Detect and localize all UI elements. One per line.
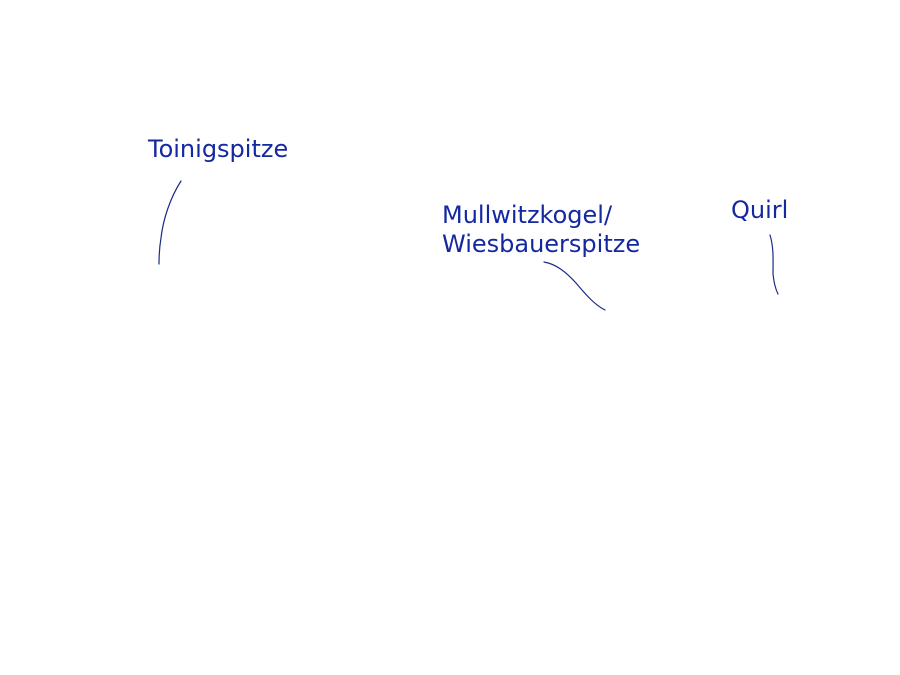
leader-line-toinigspitze bbox=[158, 180, 182, 265]
leader-line-mullwitzkogel bbox=[543, 261, 606, 311]
leader-line-quirl bbox=[769, 234, 779, 295]
peak-label-quirl: Quirl bbox=[731, 196, 788, 225]
peak-label-mullwitzkogel-wiesbauerspitze: Mullwitzkogel/ Wiesbauerspitze bbox=[442, 201, 640, 259]
peak-label-line: Wiesbauerspitze bbox=[442, 230, 641, 258]
peak-label-line: Mullwitzkogel/ bbox=[442, 201, 613, 229]
peak-label-line: Quirl bbox=[731, 196, 789, 224]
peak-label-line: Toinigspitze bbox=[148, 135, 289, 163]
peak-label-toinigspitze: Toinigspitze bbox=[148, 135, 288, 164]
